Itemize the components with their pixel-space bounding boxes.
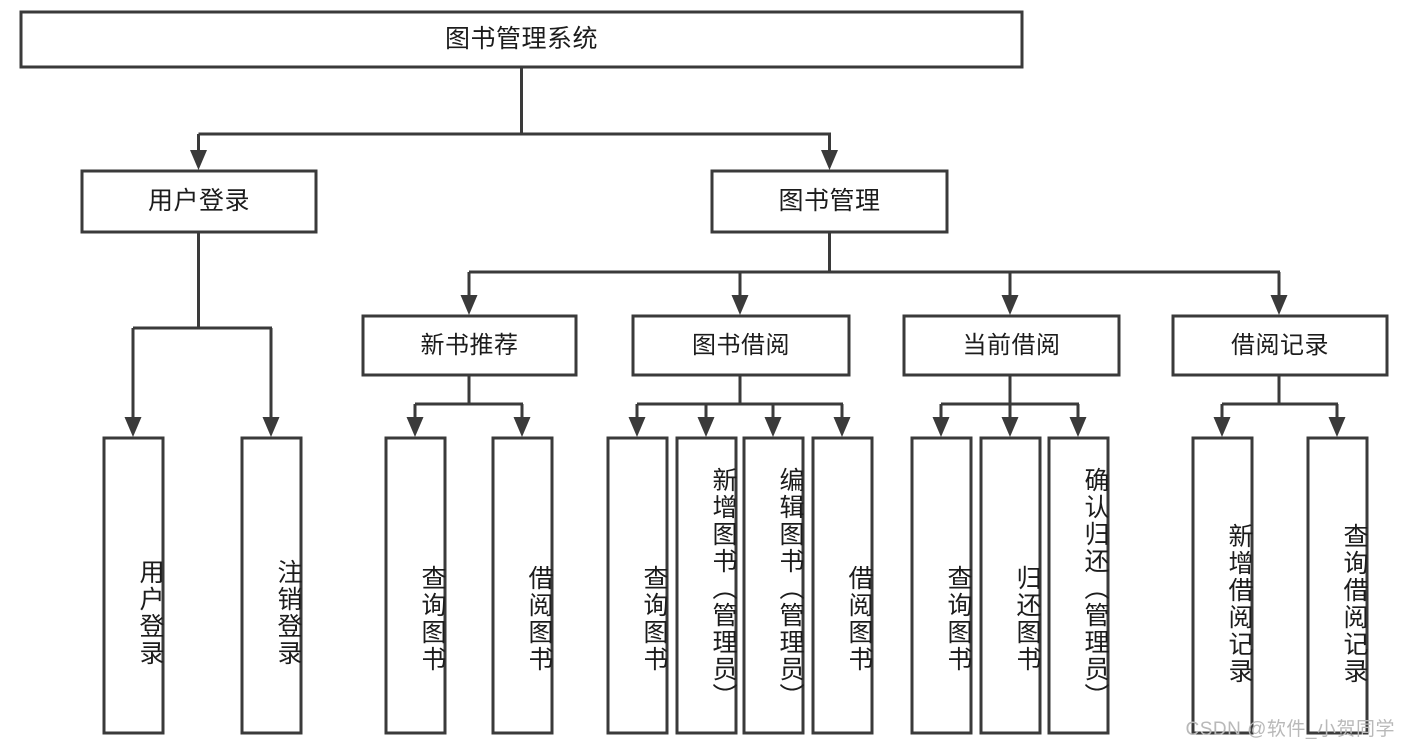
node-box-leaf-borrow-book-1[interactable] [491,436,554,735]
node-box-leaf-edit-book-admin[interactable] [742,436,805,735]
connector-userlogin-to-leaves [124,232,280,437]
node-box-leaf-add-borrow-record[interactable] [1191,436,1254,735]
node-box-new-book-recommend[interactable] [361,314,578,377]
node-box-user-login[interactable] [80,169,318,234]
node-box-root[interactable] [19,10,1024,69]
node-box-leaf-add-book-admin[interactable] [675,436,738,735]
connector-newbook-to-leaves [406,375,531,437]
connector-bookmgmt-to-level3 [460,232,1288,315]
connector-currentborrow-to-leaves [932,375,1087,437]
node-box-book-borrow[interactable] [631,314,851,377]
node-box-leaf-query-book-2[interactable] [606,436,669,735]
node-box-leaf-user-login[interactable] [102,436,165,735]
node-box-leaf-return-book[interactable] [979,436,1042,735]
connector-root-to-level2 [190,67,838,170]
node-box-leaf-borrow-book-2[interactable] [811,436,874,735]
node-box-book-management[interactable] [710,169,949,234]
node-box-leaf-query-borrow-record[interactable] [1306,436,1369,735]
node-box-leaf-confirm-return-admin[interactable] [1047,436,1110,735]
node-box-leaf-query-book-1[interactable] [384,436,447,735]
connector-borrowrecord-to-leaves [1213,375,1346,437]
connector-bookborrow-to-leaves [628,375,851,437]
node-box-leaf-logout[interactable] [240,436,303,735]
node-box-borrow-record[interactable] [1171,314,1389,377]
node-box-leaf-query-book-3[interactable] [910,436,973,735]
node-box-current-borrow[interactable] [902,314,1121,377]
